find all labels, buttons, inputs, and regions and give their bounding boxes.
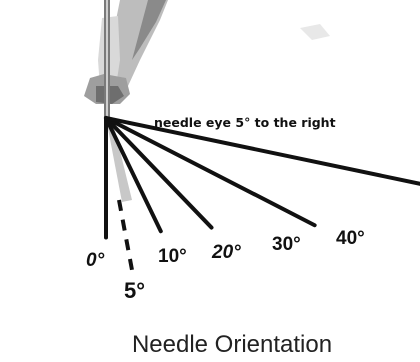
angle-rays (104, 116, 420, 271)
angle-label-5: 5° (124, 278, 145, 303)
diagram-caption: Needle Orientation (132, 331, 332, 358)
angle-label-30: 30° (272, 234, 301, 255)
needle-holder-image (84, 0, 330, 118)
needle-eye-annotation: needle eye 5° to the right (154, 115, 336, 130)
angle-label-20: 20° (211, 242, 241, 263)
angle-ray-10 (104, 116, 163, 234)
angle-ray-5-dashed (117, 199, 134, 271)
angle-ray-40 (104, 116, 420, 186)
angle-labels: 0° 10° 20° 30° 40° 5° (86, 228, 365, 303)
angle-label-40: 40° (336, 228, 365, 249)
angle-label-0: 0° (86, 250, 105, 271)
angle-label-10: 10° (158, 246, 187, 267)
needle-shaft-shade (106, 118, 132, 202)
angle-ray-30 (104, 116, 317, 228)
angle-ray-20 (104, 116, 214, 230)
